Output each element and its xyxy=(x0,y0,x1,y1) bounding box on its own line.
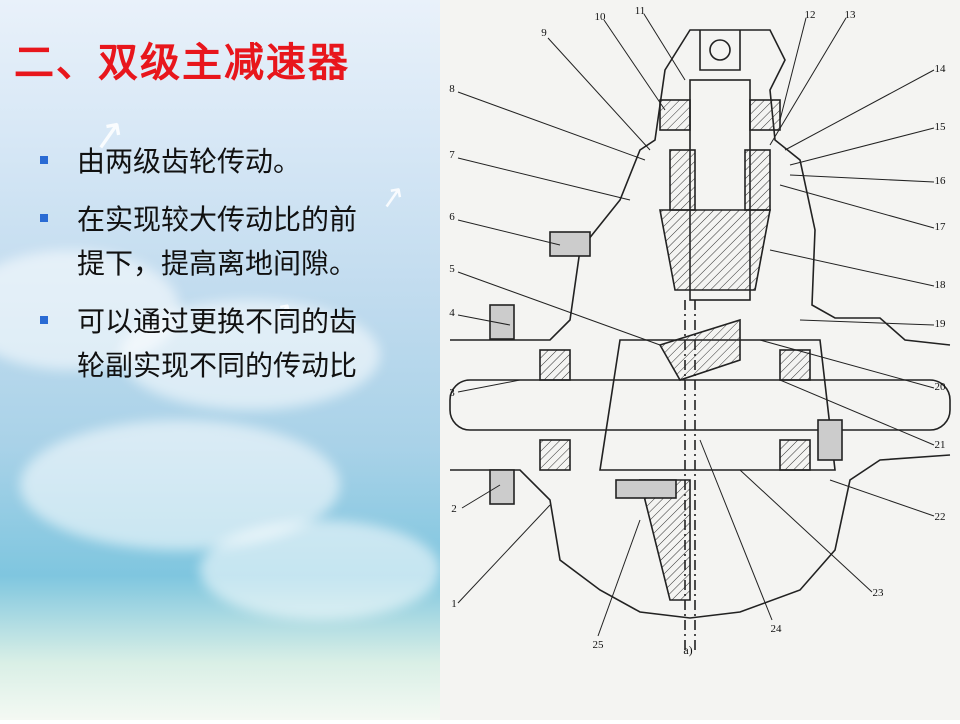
callout-label: 14 xyxy=(935,63,947,75)
callout-label: 9 xyxy=(541,27,547,39)
callout-label: 13 xyxy=(845,9,857,21)
callout-label: 19 xyxy=(935,318,947,330)
callout-label: 3 xyxy=(449,387,455,399)
double-reduction-final-drive-drawing: 1 2 3 4 5 6 7 8 9 10 11 12 13 14 15 16 1… xyxy=(449,5,951,657)
figure-caption: a) xyxy=(683,643,692,657)
callout-label: 10 xyxy=(595,11,607,23)
callout-label: 15 xyxy=(935,121,947,133)
sky-background: ↗ ↗ ↗ xyxy=(0,0,440,720)
callout-label: 11 xyxy=(635,5,646,17)
bullet-list: 由两级齿轮传动。 在实现较大传动比的前提下，提高离地间隙。 可以通过更换不同的齿… xyxy=(40,140,380,402)
callout-label: 17 xyxy=(935,221,947,233)
bullet-text: 在实现较大传动比的前提下，提高离地间隙。 xyxy=(77,203,358,280)
drawing-panel: 1 2 3 4 5 6 7 8 9 10 11 12 13 14 15 16 1… xyxy=(440,0,960,720)
callout-label: 24 xyxy=(771,623,783,635)
callout-label: 6 xyxy=(449,211,455,223)
bullet-item: 可以通过更换不同的齿轮副实现不同的传动比 xyxy=(40,300,380,388)
slide-title: 二、双级主减速器 xyxy=(14,39,350,86)
callout-label: 20 xyxy=(935,381,947,393)
bullet-item: 在实现较大传动比的前提下，提高离地间隙。 xyxy=(40,198,380,286)
bullet-text: 由两级齿轮传动。 xyxy=(77,145,302,178)
bullet-text: 可以通过更换不同的齿轮副实现不同的传动比 xyxy=(77,305,358,382)
callout-label: 12 xyxy=(805,9,816,21)
callout-label: 4 xyxy=(449,307,455,319)
callout-label: 22 xyxy=(935,511,946,523)
callout-label: 25 xyxy=(593,639,605,651)
seagull-icon: ↗ xyxy=(377,178,408,217)
callout-label: 23 xyxy=(873,587,885,599)
callout-label: 7 xyxy=(449,149,455,161)
callout-label: 16 xyxy=(935,175,947,187)
square-bullet-icon xyxy=(40,156,48,164)
callout-label: 18 xyxy=(935,279,947,291)
callout-label: 21 xyxy=(935,439,946,451)
square-bullet-icon xyxy=(40,316,48,324)
bullet-item: 由两级齿轮传动。 xyxy=(40,140,380,184)
callout-label: 8 xyxy=(449,83,455,95)
callout-label: 5 xyxy=(449,263,455,275)
square-bullet-icon xyxy=(40,214,48,222)
callout-label: 2 xyxy=(451,503,457,515)
callout-label: 1 xyxy=(451,598,457,610)
